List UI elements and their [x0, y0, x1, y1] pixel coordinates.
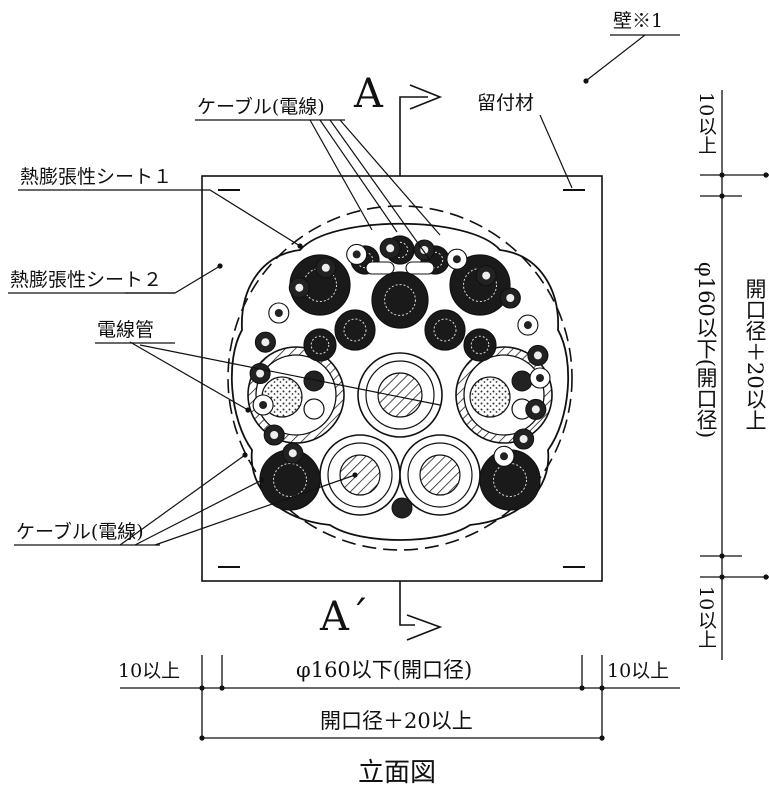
leader-dots	[217, 78, 589, 483]
horizontal-dimension-dots	[199, 685, 605, 741]
thermal-sheet-2-label: 熱膨張性シート２	[10, 269, 163, 291]
small-cable-core	[420, 246, 429, 254]
small-cable-core	[261, 338, 270, 347]
wall-label: 壁※1	[613, 10, 664, 32]
flat-cable	[405, 261, 435, 275]
wall-panel	[201, 175, 603, 582]
horizontal-dimensions	[120, 655, 680, 740]
small-cable-core	[533, 351, 542, 360]
small-cable-core	[531, 405, 540, 414]
small-cable	[391, 497, 413, 519]
sheathed-cable-cores	[310, 335, 330, 355]
thermal-sheet-2-outline	[227, 205, 573, 551]
sheathed-cable-cores	[273, 463, 307, 497]
small-cable-core	[270, 431, 279, 439]
dim-v-bottom-label: 10以上	[695, 586, 717, 649]
cable-bundle	[247, 235, 553, 519]
section-line-a	[399, 84, 443, 641]
dim-left-label: 10以上	[118, 660, 181, 682]
section-mark-bottom: A´	[320, 594, 369, 640]
small-cable-core	[386, 244, 395, 253]
leader-lines	[119, 34, 646, 546]
small-cable-core	[288, 449, 297, 458]
sheathed-cable-cores	[433, 318, 457, 342]
small-cable-core	[506, 294, 515, 302]
sheathed-cable	[424, 309, 466, 351]
fastener-label: 留付材	[477, 92, 535, 114]
conduit-label: 電線管	[97, 319, 155, 341]
small-cable-core	[523, 321, 532, 330]
cable-label-top: ケーブル(電線)	[197, 96, 325, 118]
drawing-caption: 立面図	[358, 758, 437, 788]
flat-cable	[365, 261, 395, 275]
small-cable-core	[274, 309, 283, 317]
sheathed-cable	[303, 328, 337, 362]
thermal-sheet-1-label: 熱膨張性シート１	[20, 166, 173, 188]
conduit-cable	[511, 370, 533, 392]
section-mark-top: A	[354, 71, 383, 117]
large-cable-core	[377, 372, 423, 418]
conduit-cable	[303, 370, 325, 392]
sheathed-cable	[463, 328, 497, 362]
large-cable-core	[419, 454, 461, 496]
small-cable-core	[259, 401, 268, 409]
small-cable-core	[295, 283, 304, 292]
sheathed-cable-cores	[384, 284, 416, 316]
small-cable-core	[256, 369, 265, 378]
small-cable-core	[352, 250, 361, 259]
fastener-marks	[218, 189, 585, 568]
sheathed-cable	[371, 271, 429, 329]
sheathed-cable	[334, 309, 376, 351]
dim-v-center-label: φ160以下(開口径)	[694, 262, 718, 439]
small-cable-core	[519, 435, 528, 443]
small-cable-core	[321, 263, 330, 272]
large-cable-core	[339, 454, 381, 496]
dim-center-label: φ160以下(開口径)	[296, 658, 473, 682]
sheathed-cable-cores	[470, 335, 490, 355]
dim-v-total-label: 開口径＋20以上	[743, 278, 767, 431]
small-cable-core	[536, 374, 544, 382]
thermal-sheet-1-outline	[230, 222, 570, 541]
small-cable-core	[482, 271, 491, 280]
conduit-cable	[303, 398, 325, 420]
sheathed-cable-cores	[343, 318, 367, 342]
cable-label-bottom: ケーブル(電線)	[16, 521, 144, 543]
small-cable-core	[500, 452, 508, 461]
label-underlines	[8, 34, 680, 546]
vertical-dimension-dots	[719, 172, 769, 580]
dim-right-label: 10以上	[607, 660, 670, 682]
dim-total-label: 開口径＋20以上	[320, 709, 473, 733]
small-cable-core	[452, 255, 461, 264]
dim-v-top-label: 10以上	[695, 92, 717, 155]
conduit-cable	[469, 376, 511, 418]
